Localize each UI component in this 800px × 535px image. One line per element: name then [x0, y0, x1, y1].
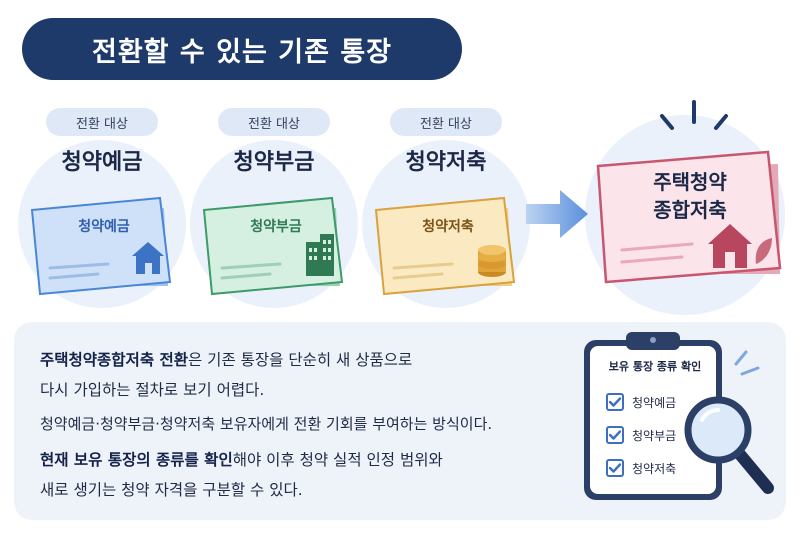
info-line-4: 현재 보유 통장의 종류를 확인해야 이후 청약 실적 인정 범위와	[40, 448, 443, 470]
check-icon	[606, 426, 624, 444]
info-line-5: 새로 생기는 청약 자격을 구분할 수 있다.	[40, 481, 303, 499]
checklist-item: 청약부금	[606, 426, 676, 444]
source-1-card-text: 청약예금	[78, 219, 130, 235]
destination-line-1: 주택청약	[653, 170, 727, 194]
check-icon	[606, 393, 624, 411]
info-line-4-bold: 현재 보유 통장의 종류를 확인	[40, 451, 233, 469]
page-title: 전환할 수 있는 기존 통장	[22, 18, 462, 80]
source-3-card-text: 청약저축	[422, 219, 474, 235]
info-line-1: 주택청약종합저축 전환은 기존 통장을 단순히 새 상품으로	[40, 348, 412, 370]
source-2-name: 청약부금	[233, 150, 315, 175]
destination-line-2: 종합저축	[653, 198, 727, 222]
destination-card	[596, 150, 782, 284]
info-line-3: 청약예금·청약부금·청약저축 보유자에게 전환 기회를 부여하는 방식이다.	[40, 415, 493, 433]
checklist-item: 청약예금	[606, 393, 676, 411]
info-line-4-rest: 해야 이후 청약 실적 인정 범위와	[232, 451, 443, 469]
highlight-burst-icon	[660, 100, 728, 130]
arrow-right-icon	[526, 190, 588, 238]
source-3-card	[374, 196, 516, 296]
source-1-tag: 전환 대상	[46, 108, 158, 136]
magnifier-icon	[684, 396, 774, 494]
source-1-card	[30, 196, 172, 296]
source-2-card	[202, 196, 344, 296]
source-2-card-text: 청약부금	[250, 219, 302, 235]
coins-icon	[478, 245, 506, 277]
source-1-name: 청약예금	[61, 150, 143, 175]
house-leaf-icon	[708, 224, 772, 268]
checklist-title: 보유 통장 종류 확인	[608, 360, 702, 373]
building-icon	[306, 234, 334, 276]
checklist-item-label: 청약저축	[632, 461, 677, 476]
checklist-item-label: 청약예금	[632, 395, 677, 410]
sparkle-icon	[734, 350, 760, 376]
checklist-item: 청약저축	[606, 459, 676, 477]
info-line-1-bold: 주택청약종합저축 전환	[40, 351, 188, 369]
source-3-name: 청약저축	[405, 150, 487, 175]
source-3-tag: 전환 대상	[390, 108, 502, 136]
source-2-tag: 전환 대상	[218, 108, 330, 136]
check-icon	[606, 459, 624, 477]
house-icon	[132, 242, 164, 274]
info-line-2: 다시 가입하는 절차로 보기 어렵다.	[40, 381, 265, 399]
destination-title: 주택청약 종합저축	[620, 168, 760, 224]
info-line-1-rest: 은 기존 통장을 단순히 새 상품으로	[188, 351, 413, 369]
checklist-item-label: 청약부금	[632, 428, 677, 443]
